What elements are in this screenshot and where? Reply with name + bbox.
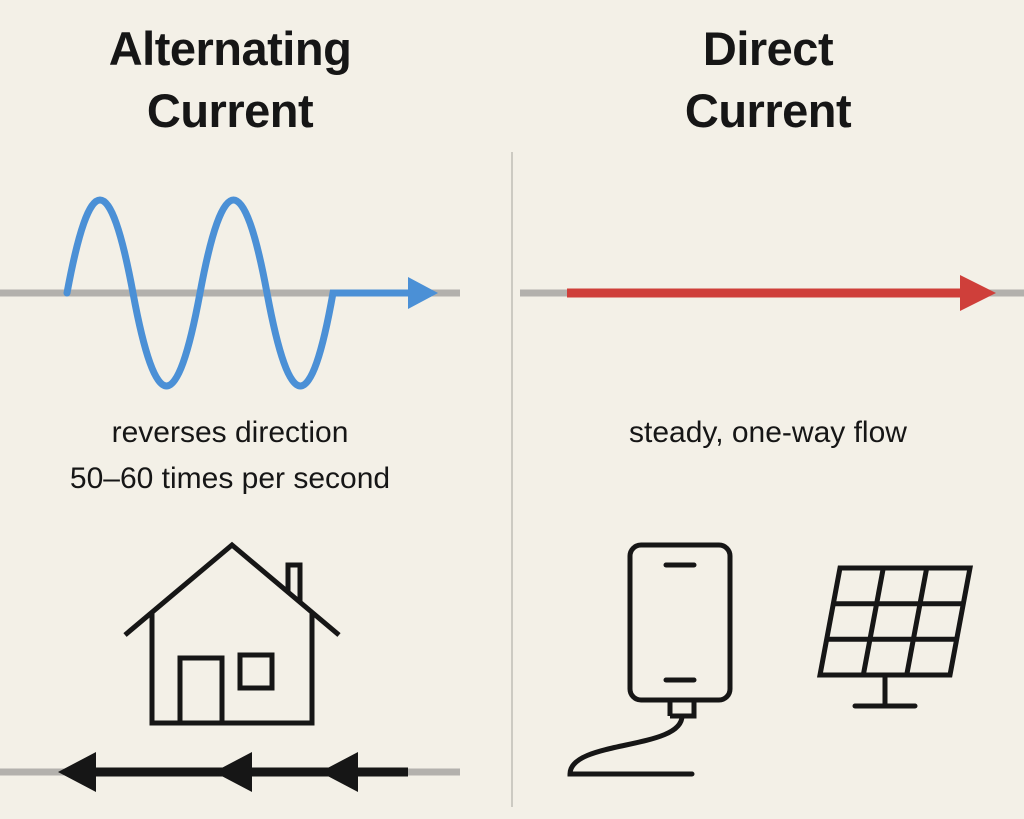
dc-caption-line: steady, one-way flow xyxy=(629,416,907,449)
house-body xyxy=(149,612,315,726)
ac-sine-wave-icon xyxy=(0,196,460,390)
ac-title-line2: Current xyxy=(146,84,314,137)
solar-grid-v1 xyxy=(860,567,886,676)
reverse-arrowhead-3 xyxy=(320,752,358,792)
house-roof xyxy=(123,541,341,637)
charger-cable xyxy=(567,713,695,777)
ac-caption-line1: reverses direction xyxy=(111,416,349,449)
reverse-flow-arrows-icon xyxy=(0,752,460,792)
house-door xyxy=(177,655,225,723)
ac-caption-line2: 50–60 times per second xyxy=(69,462,391,495)
ac-caption: reverses direction 50–60 times per secon… xyxy=(0,410,460,502)
dc-arrow-icon xyxy=(520,275,1024,311)
reverse-arrowhead-1 xyxy=(58,752,96,792)
dc-caption: steady, one-way flow xyxy=(512,410,1024,456)
dc-title-line1: Direct xyxy=(702,22,834,75)
house-window xyxy=(237,652,275,691)
solar-grid-v2 xyxy=(904,567,930,676)
ac-title: Alternating Current xyxy=(0,18,460,142)
sine-wave-path xyxy=(63,196,412,390)
reverse-arrowhead-2 xyxy=(214,752,252,792)
solar-panel-icon xyxy=(816,565,974,709)
charger-plug xyxy=(667,700,697,719)
dc-title: Direct Current xyxy=(512,18,1024,142)
solar-panel-frame xyxy=(816,565,974,678)
dc-arrowhead xyxy=(960,275,996,311)
phone-charger-icon xyxy=(567,542,733,777)
ac-title-line1: Alternating xyxy=(108,22,352,75)
house-chimney xyxy=(285,562,303,602)
ac-arrowhead xyxy=(408,277,438,309)
dc-title-line2: Current xyxy=(684,84,852,137)
column-divider xyxy=(511,152,513,807)
house-icon xyxy=(123,541,341,726)
phone-body xyxy=(627,542,733,703)
